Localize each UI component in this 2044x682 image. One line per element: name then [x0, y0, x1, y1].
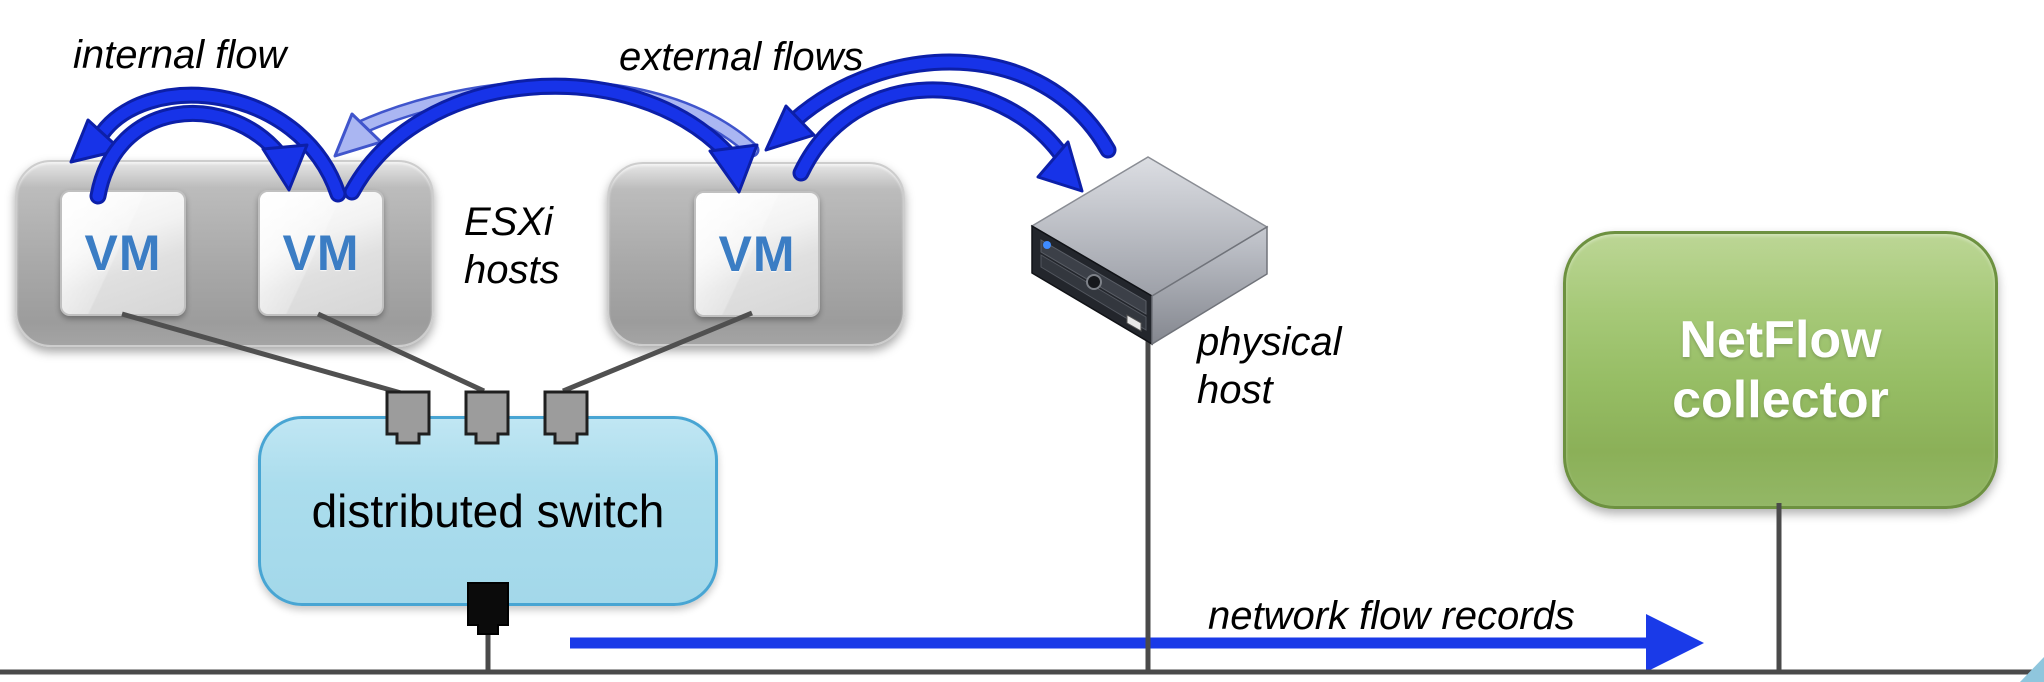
external-flow-arrow-vm3-to-host	[792, 81, 1084, 193]
esxi-hosts-label: ESXi hosts	[464, 198, 560, 294]
server-button-icon	[1086, 274, 1102, 290]
server-icon	[1030, 156, 1269, 346]
switch-port-icon	[385, 390, 431, 445]
network-flow-records-arrow	[570, 614, 1704, 672]
vm-2-label: VM	[282, 225, 360, 281]
switch-port-icon	[464, 390, 510, 445]
switch-port-icon	[543, 390, 589, 445]
internal-flow-label: internal flow	[73, 33, 287, 77]
network-flow-records-label: network flow records	[1208, 594, 1575, 638]
external-flows-label: external flows	[619, 35, 864, 79]
esxi-hosts-label-line2: hosts	[464, 248, 560, 292]
physical-host-label-line1: physical	[1197, 320, 1342, 364]
flow-arrows	[69, 53, 1117, 205]
vm-3-label: VM	[718, 226, 796, 282]
vm1-port-wire	[121, 311, 402, 396]
uplink-connector-icon	[467, 582, 509, 635]
vm-1-label: VM	[84, 225, 162, 281]
vm2-port-wire	[316, 311, 486, 394]
physical-host-label: physical host	[1197, 318, 1342, 414]
netflow-collector-box: NetFlow collector	[1563, 231, 1998, 509]
server-led-icon	[1043, 241, 1051, 249]
esxi-hosts-label-line1: ESXi	[464, 200, 553, 244]
external-flow-arrow-vm2-to-vm3	[343, 77, 759, 201]
external-flow-arrow-host-to-vm3	[764, 53, 1117, 159]
distributed-switch-label: distributed switch	[311, 485, 665, 537]
physical-host-label-line2: host	[1197, 368, 1273, 412]
internal-flow-arrow-vm1-to-vm2	[89, 105, 309, 205]
corner-accent	[2020, 657, 2044, 682]
server-slot-icon	[1126, 314, 1142, 332]
netflow-collector-label-line1: NetFlow	[1679, 311, 1882, 369]
netflow-collector-label-line2: collector	[1672, 371, 1889, 429]
distributed-switch-box: distributed switch	[258, 416, 718, 606]
vm3-port-wire	[562, 310, 753, 394]
